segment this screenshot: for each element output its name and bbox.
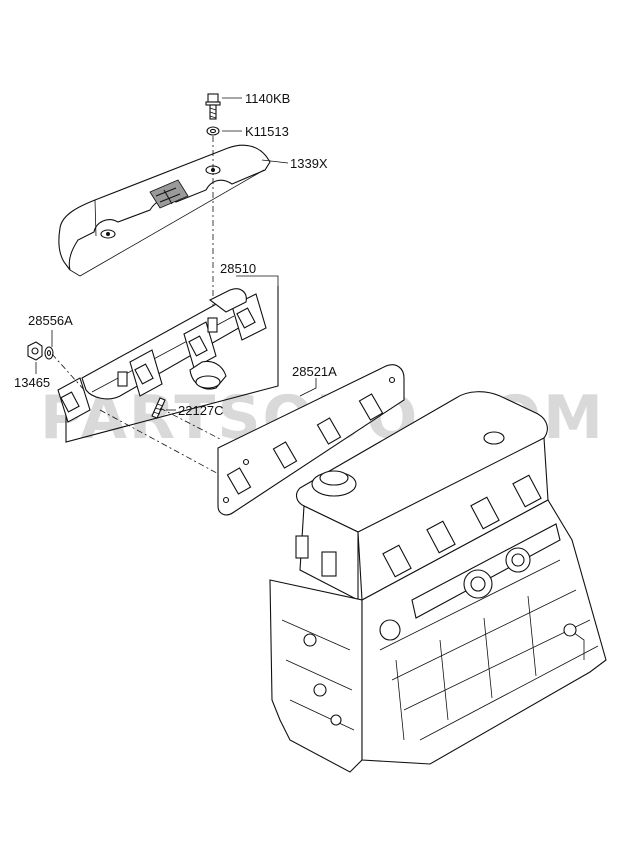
- washer[interactable]: [206, 126, 220, 136]
- leader-gasket: [299, 378, 317, 397]
- label-nut[interactable]: 13465: [14, 375, 50, 390]
- label-washer[interactable]: K11513: [245, 124, 289, 139]
- label-heat-protector[interactable]: 1339X: [290, 156, 328, 171]
- assembly-line-3: [99, 409, 227, 479]
- label-exhaust-manifold[interactable]: 28510: [220, 261, 256, 276]
- label-bolt[interactable]: 1140KB: [245, 91, 290, 106]
- bolt[interactable]: [205, 93, 221, 120]
- engine-block: [269, 391, 607, 773]
- stud[interactable]: [151, 397, 166, 419]
- leader-heat-protector: [261, 159, 289, 164]
- label-stud[interactable]: 22127C: [178, 403, 224, 418]
- label-washer-stud[interactable]: 28556A: [28, 313, 73, 328]
- manifold-gasket[interactable]: [217, 364, 405, 516]
- exhaust-manifold[interactable]: [57, 288, 267, 423]
- assembly-line-1: [51, 353, 87, 393]
- leader-manifold: [236, 275, 279, 286]
- heat-protector[interactable]: [58, 144, 271, 277]
- label-manifold-gasket[interactable]: 28521A: [292, 364, 337, 379]
- washer-stud[interactable]: [44, 346, 54, 360]
- nut[interactable]: [27, 341, 43, 361]
- assembly-line-2: [159, 407, 223, 441]
